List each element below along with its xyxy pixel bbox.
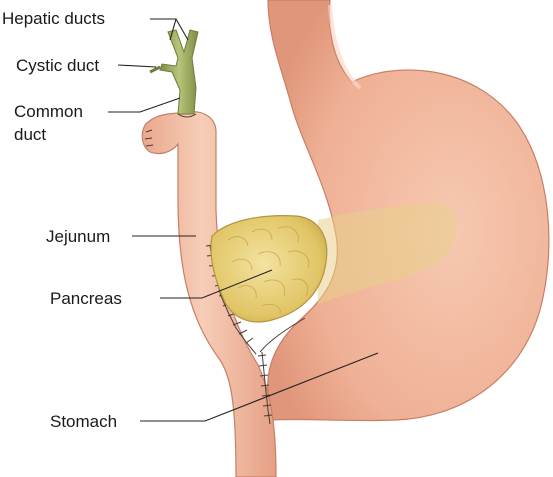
biliary-ducts <box>150 30 198 117</box>
label-hepatic-ducts: Hepatic ducts <box>2 9 105 28</box>
label-jejunum: Jejunum <box>46 227 110 246</box>
pancreas <box>211 216 327 322</box>
label-common-duct-line2: duct <box>14 125 46 144</box>
stomach <box>260 0 549 421</box>
label-common-duct-line1: Common <box>14 102 83 121</box>
label-cystic-duct: Cystic duct <box>16 56 99 75</box>
label-stomach: Stomach <box>50 412 117 431</box>
cystic-duct-stub <box>150 67 160 72</box>
label-pancreas: Pancreas <box>50 289 122 308</box>
